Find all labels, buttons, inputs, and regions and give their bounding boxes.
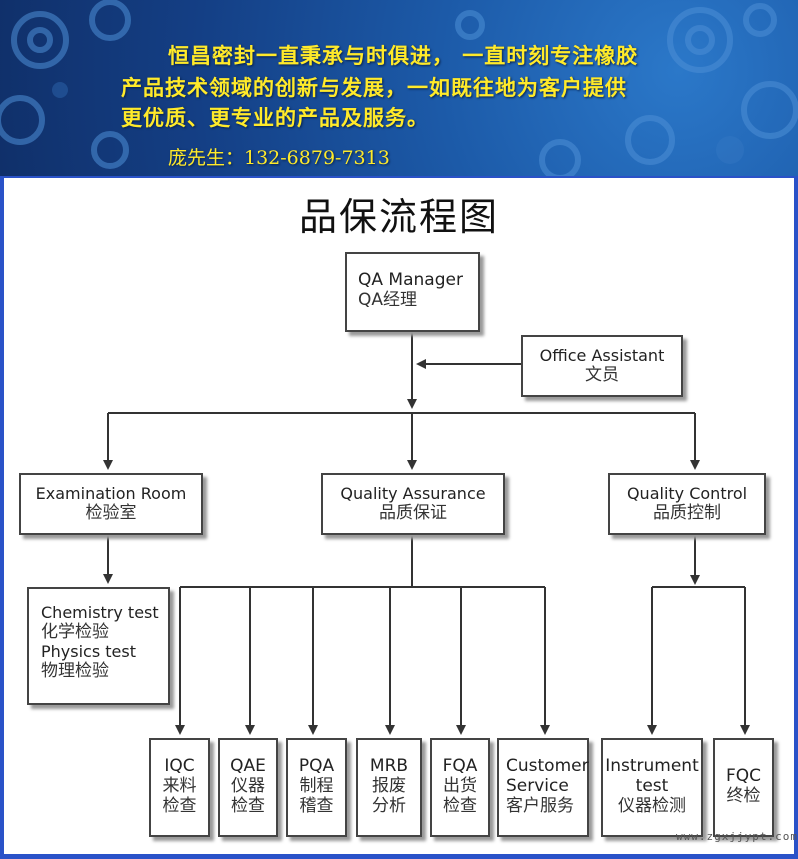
quality-control-node: Quality Control 品质控制 <box>608 473 766 535</box>
watermark: www.zgxjjypt.com <box>676 830 798 843</box>
quality-control-zh: 品质控制 <box>653 503 721 523</box>
physics-test-en: Physics test <box>41 642 136 661</box>
lab-tests-node: Chemistry test 化学检验 Physics test 物理检验 <box>27 587 170 705</box>
examination-room-en: Examination Room <box>35 484 187 503</box>
instrument-test-en-1: Instrument <box>605 756 699 776</box>
office-assistant-en: Office Assistant <box>539 346 665 365</box>
fqc-zh: 终检 <box>726 786 761 806</box>
iqc-en: IQC <box>164 756 195 776</box>
banner-line-2: 产品技术领域的创新与发展，一如既往地为客户提供 <box>121 76 627 100</box>
office-assistant-node: Office Assistant 文员 <box>521 335 683 397</box>
chemistry-test-zh: 化学检验 <box>41 622 109 642</box>
qa-manager-node: QA Manager QA经理 <box>345 252 480 332</box>
qae-node: QAE 仪器 检查 <box>218 738 278 837</box>
fqa-node: FQA 出货 检查 <box>430 738 490 837</box>
physics-test-zh: 物理检验 <box>41 661 109 681</box>
examination-room-zh: 检验室 <box>85 503 137 523</box>
page-title: 品保流程图 <box>298 195 499 239</box>
banner: 恒昌密封一直秉承与时俱进， 一直时刻专注橡胶 产品技术领域的创新与发展，一如既往… <box>0 0 798 176</box>
mrb-en: MRB <box>369 756 409 776</box>
customer-service-zh: 客户服务 <box>506 796 574 816</box>
iqc-node: IQC 来料 检查 <box>149 738 210 837</box>
qae-zh-1: 仪器 <box>231 776 265 796</box>
instrument-test-en-2: test <box>635 776 669 796</box>
instrument-test-node: Instrument test 仪器检测 <box>601 738 703 837</box>
banner-line-1: 恒昌密封一直秉承与时俱进， 一直时刻专注橡胶 <box>168 44 639 68</box>
chemistry-test-en: Chemistry test <box>41 603 159 622</box>
mrb-node: MRB 报废 分析 <box>356 738 422 837</box>
quality-assurance-en: Quality Assurance <box>340 484 486 503</box>
examination-room-node: Examination Room 检验室 <box>19 473 203 535</box>
qae-zh-2: 检查 <box>231 796 265 816</box>
iqc-zh-1: 来料 <box>162 776 197 796</box>
qa-manager-en: QA Manager <box>358 270 463 290</box>
fqa-zh-2: 检查 <box>443 796 477 816</box>
mrb-zh-2: 分析 <box>372 796 406 816</box>
customer-service-node: Customer Service 客户服务 <box>497 738 589 837</box>
pqa-zh-1: 制程 <box>299 776 334 796</box>
fqa-en: FQA <box>442 756 478 776</box>
gear-background-icon <box>0 0 798 176</box>
office-assistant-zh: 文员 <box>585 365 619 385</box>
mrb-zh-1: 报废 <box>372 776 406 796</box>
pqa-en: PQA <box>298 756 335 776</box>
qae-en: QAE <box>230 756 266 776</box>
iqc-zh-2: 检查 <box>162 796 197 816</box>
quality-control-en: Quality Control <box>626 484 748 503</box>
contact-phone: 庞先生：132-6879-7313 <box>168 147 390 169</box>
fqc-en: FQC <box>725 766 762 786</box>
banner-line-3: 更优质、更专业的产品及服务。 <box>121 106 429 130</box>
pqa-zh-2: 稽查 <box>299 796 334 816</box>
quality-assurance-zh: 品质保证 <box>379 503 447 523</box>
quality-assurance-node: Quality Assurance 品质保证 <box>321 473 505 535</box>
customer-service-en-1: Customer <box>506 756 589 776</box>
customer-service-en-2: Service <box>506 776 569 796</box>
fqa-zh-1: 出货 <box>443 776 477 796</box>
qa-manager-zh: QA经理 <box>358 290 418 310</box>
instrument-test-zh: 仪器检测 <box>618 796 686 816</box>
fqc-node: FQC 终检 <box>713 738 774 837</box>
pqa-node: PQA 制程 稽查 <box>286 738 347 837</box>
